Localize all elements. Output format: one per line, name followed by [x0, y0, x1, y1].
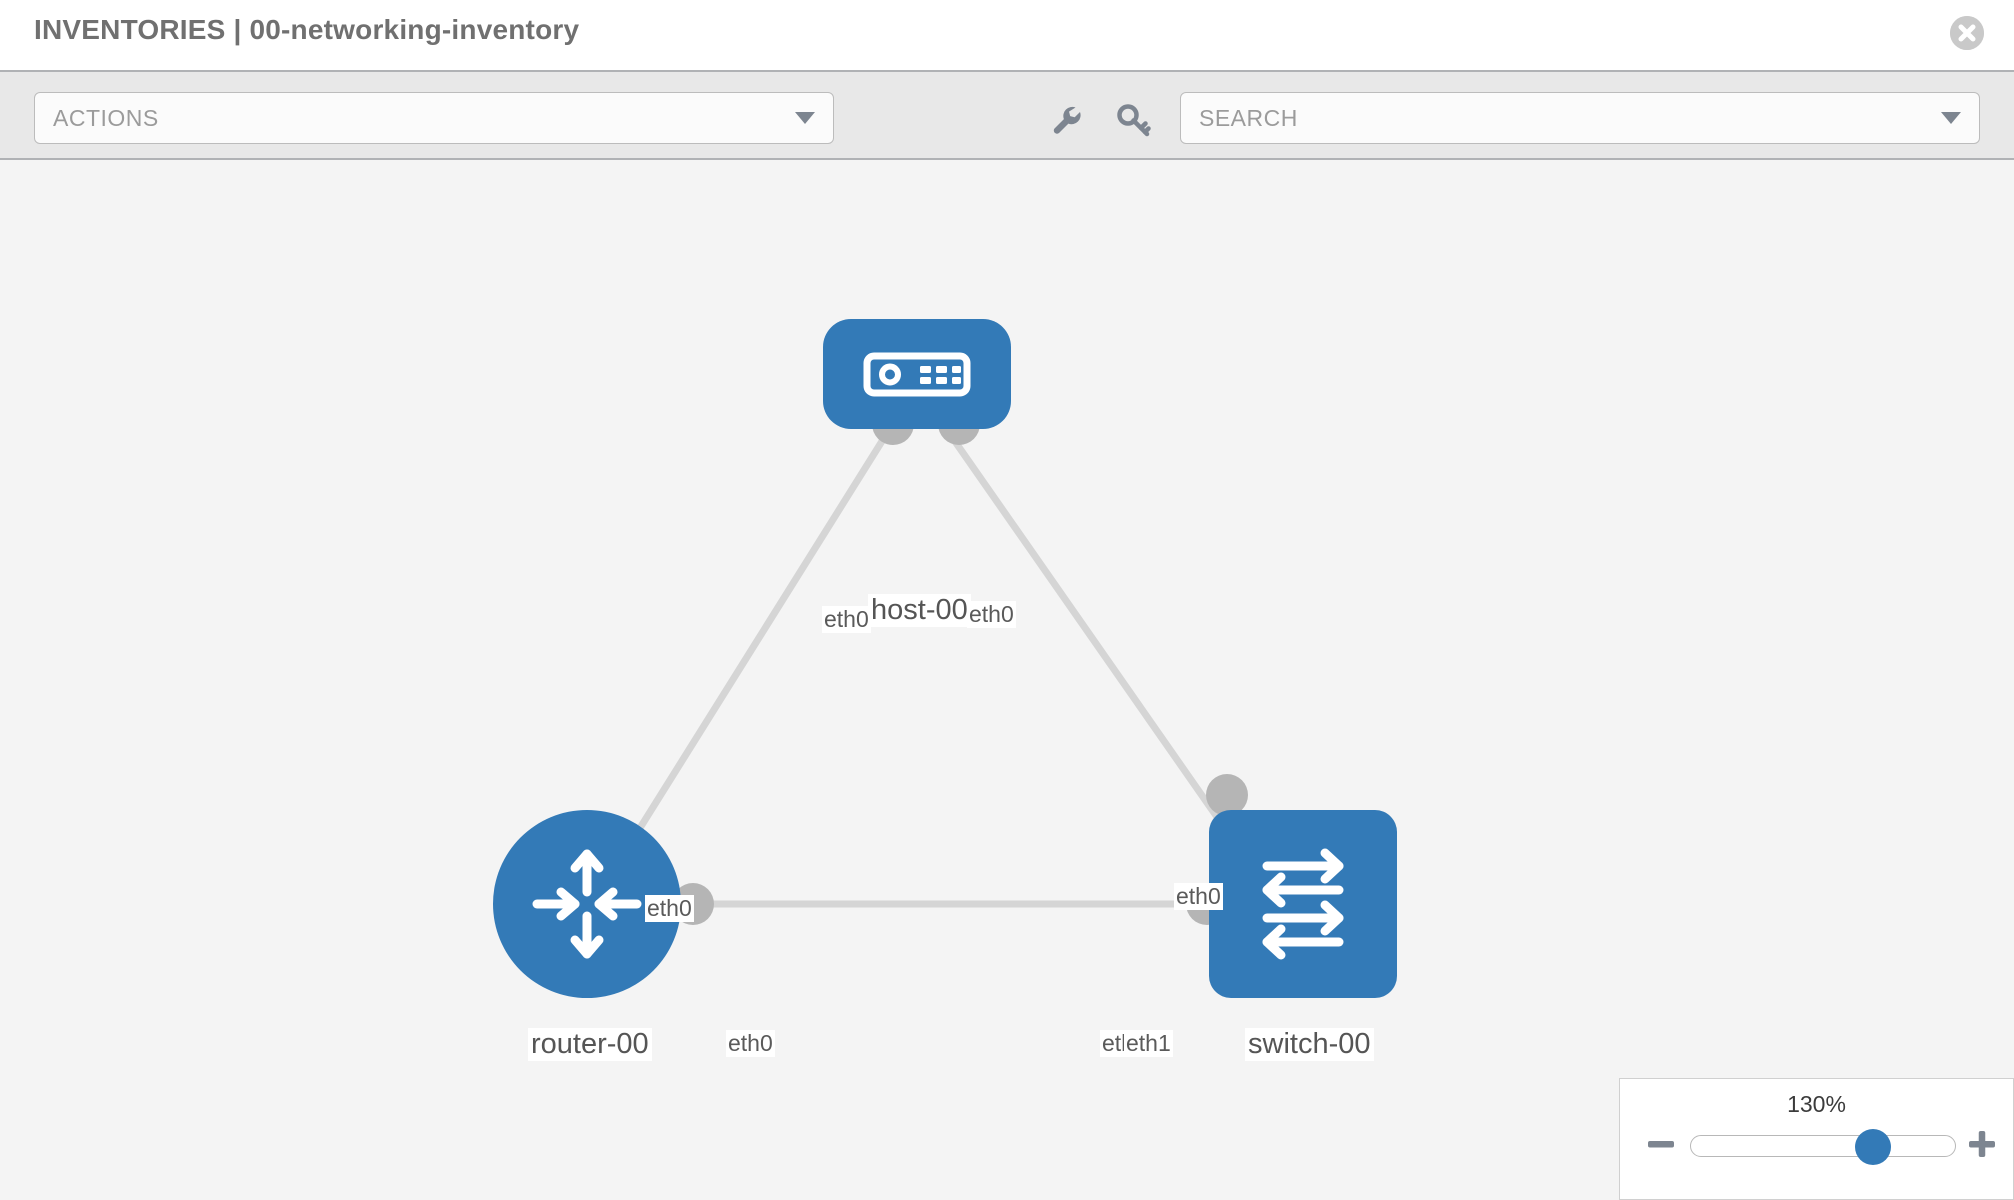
chevron-down-icon [795, 112, 815, 124]
port-switch-top[interactable] [1206, 774, 1248, 816]
topology-links [616, 426, 1244, 908]
node-label-host: host-00 [868, 594, 971, 627]
search-dropdown[interactable]: SEARCH [1180, 92, 1980, 144]
zoom-in-button[interactable] [1965, 1127, 1999, 1161]
toolbar: ACTIONS SEARCH [0, 70, 2014, 160]
node-label-router: router-00 [528, 1028, 652, 1061]
node-label-switch: switch-00 [1245, 1028, 1374, 1061]
zoom-slider-thumb[interactable] [1854, 1129, 1891, 1165]
edge-label-host-left: eth0 [822, 606, 871, 633]
host-node-shape[interactable] [823, 319, 1011, 429]
zoom-out-icon [1648, 1141, 1674, 1148]
key-icon [1117, 104, 1151, 137]
zoom-level-value: 130% [1787, 1091, 1846, 1117]
edge-label-router-up: eth0 [645, 895, 694, 922]
actions-dropdown-label: ACTIONS [53, 104, 159, 131]
server-icon [863, 352, 971, 397]
zoom-in-icon [1969, 1131, 1995, 1157]
wrench-button[interactable] [1046, 100, 1086, 140]
page-header: INVENTORIES | 00-networking-inventory [0, 0, 2014, 70]
close-button[interactable] [1950, 16, 1984, 50]
search-input[interactable]: SEARCH [1199, 104, 1298, 131]
actions-dropdown[interactable]: ACTIONS [34, 92, 834, 144]
edge-label-router-right: eth0 [726, 1030, 775, 1057]
switch-arrows-icon [1262, 848, 1344, 960]
edge-label-host-right: eth0 [967, 601, 1016, 628]
zoom-out-button[interactable] [1644, 1127, 1678, 1161]
link-host-router [616, 426, 893, 864]
close-icon [1950, 16, 1984, 50]
switch-node-shape[interactable] [1209, 810, 1397, 998]
page-title: INVENTORIES | 00-networking-inventory [34, 14, 580, 45]
router-arrows-icon [532, 849, 642, 959]
chevron-down-icon [1941, 112, 1961, 124]
link-host-switch [943, 426, 1244, 854]
zoom-control-panel: 130% [1619, 1078, 2014, 1200]
topology-canvas[interactable]: host-00 router-00 [0, 160, 2014, 1200]
zoom-slider[interactable] [1690, 1129, 1956, 1165]
edge-label-switch-up: eth0 [1174, 883, 1223, 910]
wrench-icon [1053, 106, 1081, 134]
edge-label-switch-left-b: eth1 [1124, 1030, 1173, 1057]
key-button[interactable] [1114, 100, 1154, 140]
